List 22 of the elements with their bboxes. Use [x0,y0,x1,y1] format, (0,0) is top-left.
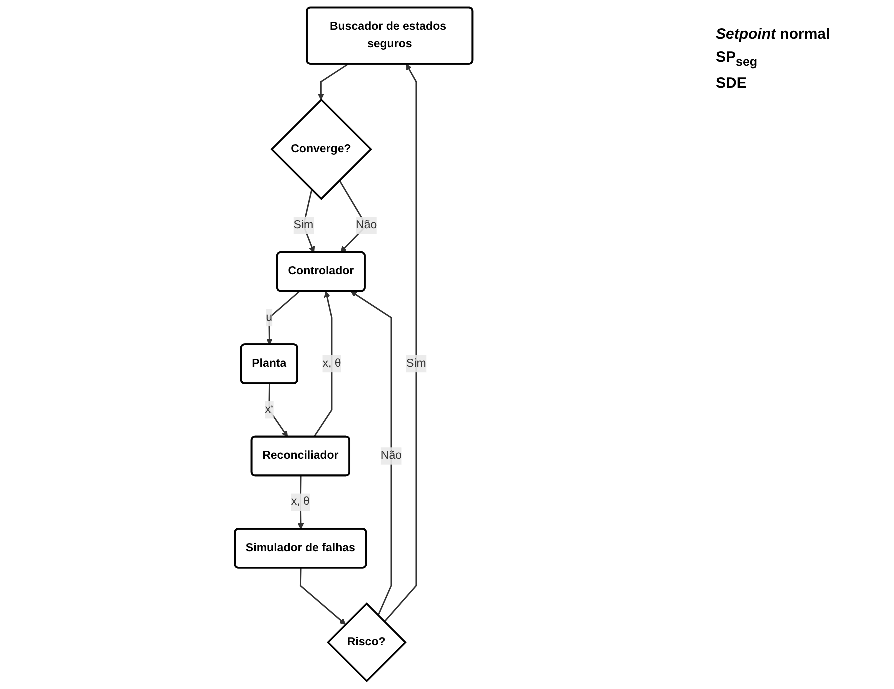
edge-label: x, θ [291,496,310,508]
node-diamond: Risco? [327,602,407,682]
arrow [318,64,349,100]
note-label: SP$_{seg}$ [716,49,759,69]
edge-label: x‘ [265,404,274,416]
note-label: SDE [716,75,748,92]
edge-label: Sim [294,219,314,232]
arrow [266,291,300,346]
arrow [384,64,418,622]
edge-label: Sim [406,358,426,370]
edge-label: u [266,311,273,324]
arrow [298,476,304,530]
edge-label: Não [380,450,402,462]
arrow [314,291,333,438]
note-label: Setpoint normal [716,26,832,43]
edge-label: Não [356,219,378,232]
arrow [268,384,288,438]
arrow [303,190,316,254]
arrow [350,291,392,616]
arrow [300,568,346,625]
node-diamond: Converge? [270,98,372,200]
edge-label: x, θ [322,358,342,370]
